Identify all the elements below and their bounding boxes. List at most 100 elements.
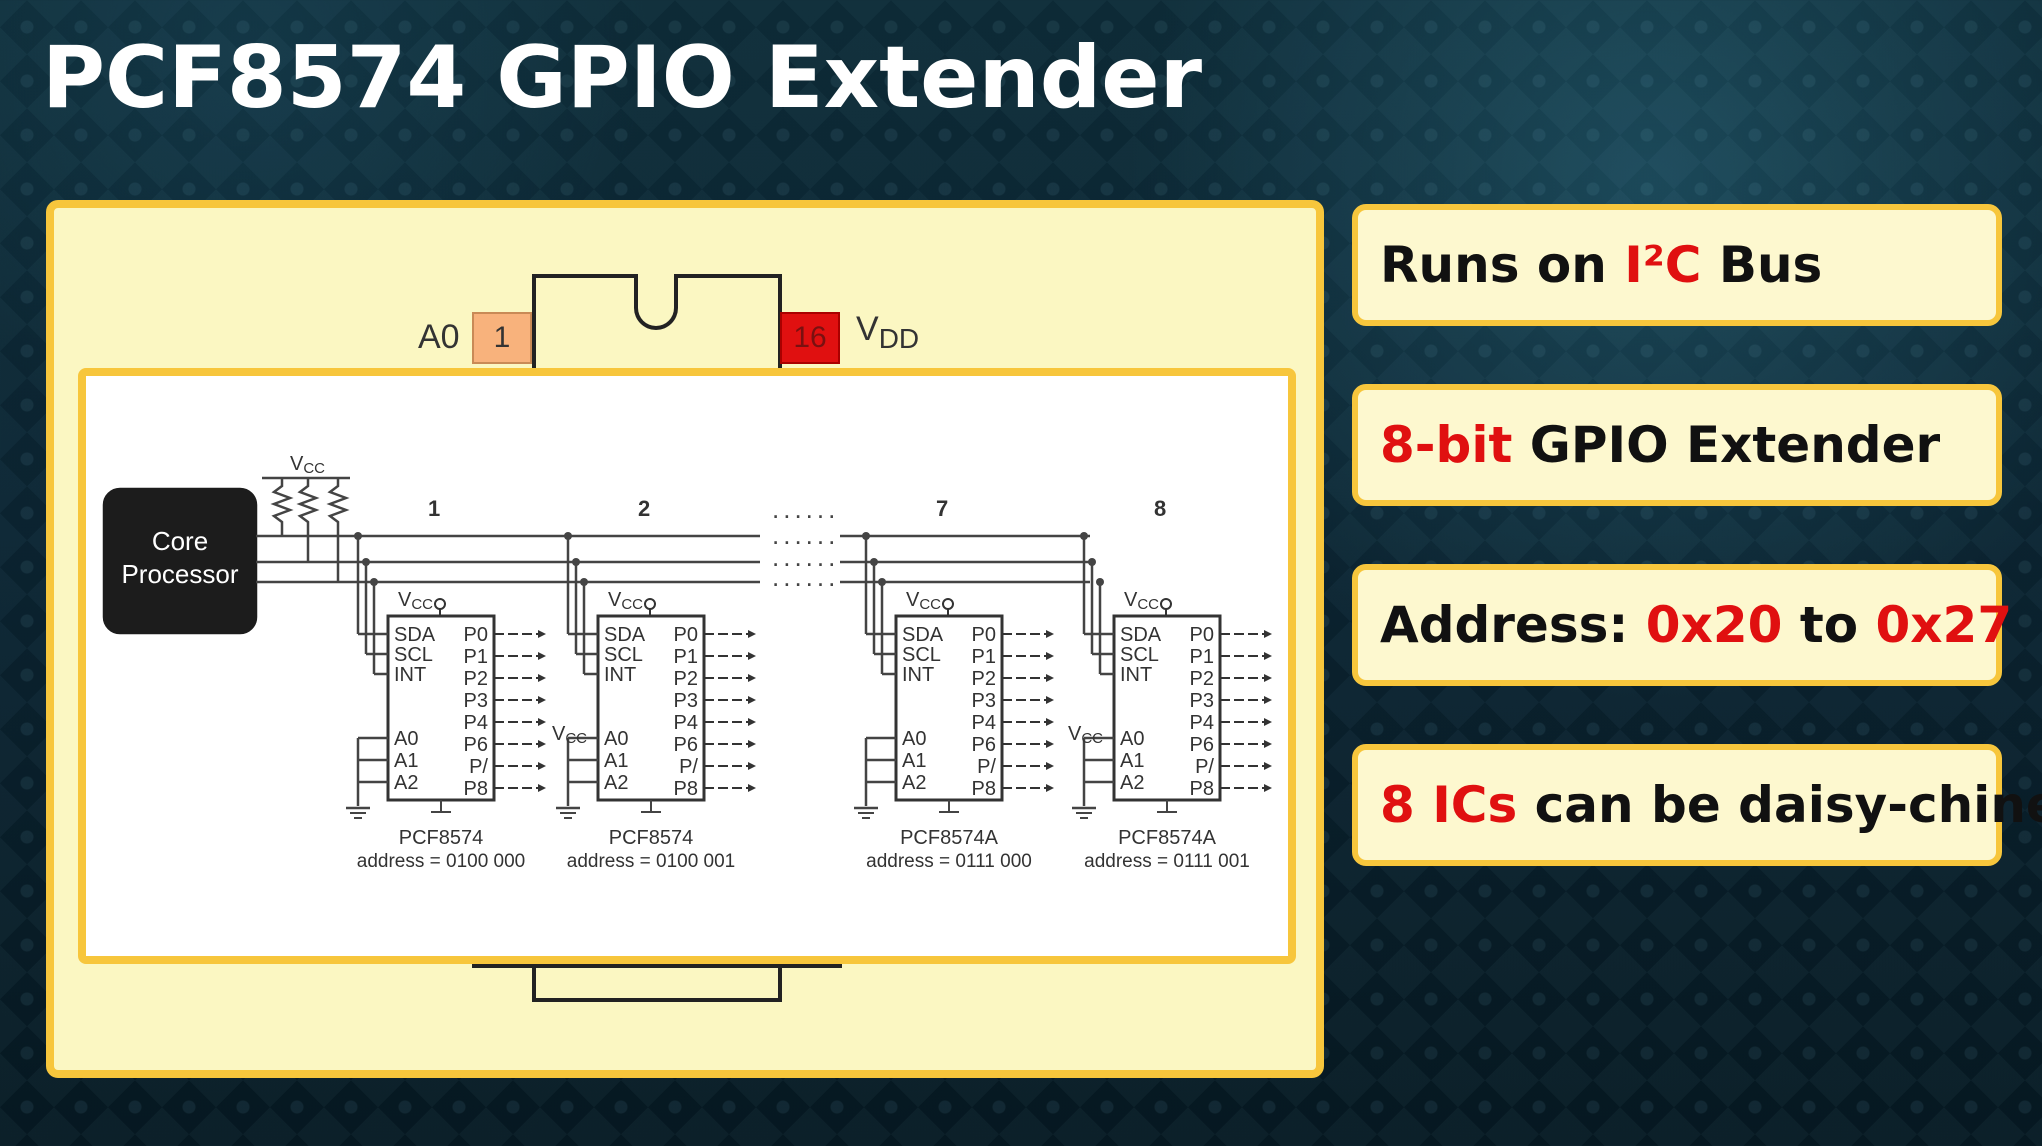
ic-pin-a1: A1 — [902, 750, 926, 772]
ic-vcc-sub: CC — [411, 596, 433, 613]
ic-pin-sda: SDA — [604, 624, 646, 646]
pullup-vcc-label: VCC — [290, 453, 325, 477]
card-text-segment: 8-bit — [1380, 416, 1513, 474]
ic-index-label: 8 — [1154, 496, 1166, 521]
ic-output-arrow — [1264, 762, 1272, 770]
ic-vcc-sub: CC — [1137, 596, 1159, 613]
ic-pin-p0: P0 — [1190, 624, 1214, 646]
ic-pin-p4: P4 — [972, 712, 996, 734]
ic-vcc-terminal — [644, 598, 656, 610]
pin16-box: 16 — [780, 312, 840, 364]
ic-address-vcc-main: V — [552, 723, 566, 745]
ic-output-arrow — [1046, 784, 1054, 792]
ic-output-arrow — [1046, 762, 1054, 770]
ic-address-vcc-main: V — [1068, 723, 1082, 745]
ic-pin-p2: P2 — [1190, 668, 1214, 690]
ic-pin-scl: SCL — [902, 644, 941, 666]
ic-output-arrow — [748, 718, 756, 726]
card-text-segment: 8 ICs — [1380, 776, 1518, 834]
card-i2c-bus: Runs on I²C Bus — [1352, 204, 2002, 326]
pin16-label-main: V — [856, 310, 879, 348]
ic-output-arrow — [1046, 674, 1054, 682]
ic-pin-a2: A2 — [604, 772, 628, 794]
ic-pin-p6: P6 — [972, 734, 996, 756]
ic-output-arrow — [1046, 630, 1054, 638]
ic-pin-p1: P1 — [1190, 646, 1214, 668]
processor-label-line1: Core — [152, 526, 208, 556]
card-daisy-chain: 8 ICs can be daisy-chined — [1352, 744, 2042, 866]
ic-index-label: 7 — [936, 496, 948, 521]
ic-output-arrow — [1046, 696, 1054, 704]
ic-pin-a1: A1 — [604, 750, 628, 772]
ic-vcc-main: V — [1124, 589, 1138, 611]
ic-pin-pslash: P/ — [469, 756, 488, 778]
pin16-number: 16 — [793, 321, 827, 354]
ic-vcc-label: VCC — [906, 589, 941, 613]
ic-pin-p2: P2 — [674, 668, 698, 690]
ic-output-arrow — [748, 674, 756, 682]
ic-pin-a2: A2 — [1120, 772, 1144, 794]
ic-pin-p1: P1 — [464, 646, 488, 668]
ic-pin-p3: P3 — [674, 690, 698, 712]
ic-vcc-label: VCC — [608, 589, 643, 613]
ic-pin-sda: SDA — [1120, 624, 1162, 646]
ic-address-vcc-sub: CC — [565, 730, 587, 747]
ic-vcc-terminal — [942, 598, 954, 610]
pin1-box: 1 — [472, 312, 532, 364]
page-title: PCF8574 GPIO Extender — [42, 28, 1203, 128]
ic-output-arrow — [748, 696, 756, 704]
ic-2: 2VCCSDASCLINTA0A1A2P0P1P2P3P4P6P/P8VCCPC… — [552, 496, 756, 872]
ic-pin-p8: P8 — [972, 778, 996, 800]
dip-notch — [634, 274, 678, 330]
ic-pin-p4: P4 — [464, 712, 488, 734]
ic-8: 8VCCSDASCLINTA0A1A2P0P1P2P3P4P6P/P8VCCPC… — [1068, 496, 1272, 872]
ic-pin-a1: A1 — [394, 750, 418, 772]
ic-part-name: PCF8574 — [609, 827, 694, 849]
ic-pin-a2: A2 — [394, 772, 418, 794]
ic-pin-p3: P3 — [1190, 690, 1214, 712]
ic-pin-p4: P4 — [1190, 712, 1214, 734]
dip-bottom-rail — [472, 964, 842, 968]
ic-output-arrow — [538, 718, 546, 726]
ic-pin-scl: SCL — [1120, 644, 1159, 666]
ic-output-arrow — [1264, 718, 1272, 726]
ic-pin-int: INT — [902, 664, 934, 686]
ic-output-arrow — [748, 740, 756, 748]
ic-pin-a2: A2 — [902, 772, 926, 794]
ic-address-vcc-sub: CC — [1081, 730, 1103, 747]
ic-output-arrow — [538, 696, 546, 704]
ic-pin-int: INT — [394, 664, 426, 686]
ic-pin-p0: P0 — [464, 624, 488, 646]
pullup-vcc-sub: CC — [303, 460, 325, 477]
ic-output-arrow — [748, 630, 756, 638]
ic-body — [386, 614, 496, 802]
ic-pin-scl: SCL — [604, 644, 643, 666]
ic-pin-a0: A0 — [902, 728, 926, 750]
ic-pin-p6: P6 — [464, 734, 488, 756]
ic-address-label: address = 0111 000 — [866, 851, 1032, 872]
ic-pin-scl: SCL — [394, 644, 433, 666]
ic-pin-p0: P0 — [972, 624, 996, 646]
card-text-segment: Bus — [1701, 236, 1823, 294]
ic-address-label: address = 0100 001 — [567, 851, 736, 872]
ic-output-arrow — [1264, 740, 1272, 748]
bus-ellipsis-4: ...... — [772, 562, 839, 592]
pin1-label: A0 — [418, 318, 460, 356]
ic-7: 7VCCSDASCLINTA0A1A2P0P1P2P3P4P6P/P8PCF85… — [854, 496, 1054, 872]
ic-pin-p8: P8 — [464, 778, 488, 800]
ic-output-arrow — [1264, 652, 1272, 660]
ic-output-arrow — [538, 784, 546, 792]
ic-pin-int: INT — [604, 664, 636, 686]
card-8bit-gpio: 8-bit GPIO Extender — [1352, 384, 2002, 506]
ic-pin-p8: P8 — [1190, 778, 1214, 800]
pullup-vcc-main: V — [290, 453, 304, 475]
ic-pin-a1: A1 — [1120, 750, 1144, 772]
card-text-segment: 0x20 — [1645, 596, 1783, 654]
ic-index-label: 2 — [638, 496, 650, 521]
ic-pin-a0: A0 — [1120, 728, 1144, 750]
ic-pin-sda: SDA — [394, 624, 436, 646]
ic-pin-a0: A0 — [604, 728, 628, 750]
bus-ellipsis-2: ...... — [772, 520, 839, 550]
ic-part-name: PCF8574A — [900, 827, 998, 849]
